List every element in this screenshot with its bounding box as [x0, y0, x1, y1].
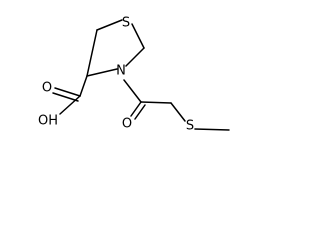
bond-ring-n-ch [86, 68, 118, 77]
acid-oxygen-label: O [42, 81, 52, 96]
bond-carboxyl-c-o-double-b [52, 92, 79, 102]
structure-canvas: S N OH O O S [0, 0, 236, 149]
ring-sulfur-label: S [122, 16, 130, 31]
bond-carboxyl-c-o-double-a [54, 87, 81, 97]
bond-n-carbonyl-carbon [123, 79, 142, 103]
bond-ch-carboxyl-carbon [79, 75, 88, 97]
bond-ring-ch2-n [125, 47, 145, 67]
thioether-sulfur-label: S [186, 119, 194, 134]
bond-carbonyl-c-o-double-b [134, 104, 146, 120]
bond-ring-ch-ch2 [86, 29, 98, 77]
ring-nitrogen-label: N [116, 64, 126, 79]
carbonyl-oxygen-label: O [122, 117, 132, 132]
bond-ring-ch2-s [96, 19, 123, 31]
bond-thioether-s-ch3 [194, 128, 230, 131]
bond-carbonyl-c-ch2 [140, 101, 172, 104]
molecule-structure: S N OH O O S [38, 16, 230, 134]
bond-carboxyl-c-oh [59, 95, 81, 115]
bond-ring-s-ch2 [131, 23, 145, 49]
acid-hydroxyl-label: OH [38, 114, 58, 129]
bond-ch2-thioether-s [170, 102, 186, 122]
bond-carbonyl-c-o-double-a [130, 101, 142, 117]
